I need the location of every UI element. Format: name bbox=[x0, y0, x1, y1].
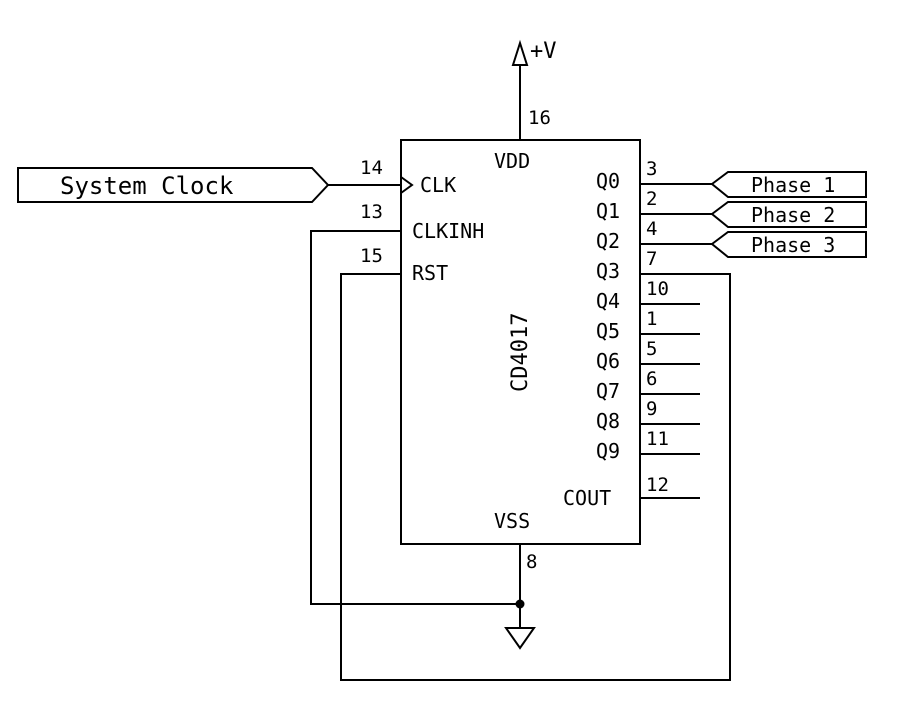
pin-number-clkinh: 13 bbox=[360, 201, 383, 223]
output-name-q3: Q3 bbox=[596, 259, 620, 283]
pin-name-rst: RST bbox=[412, 261, 448, 285]
pin-name-clkinh: CLKINH bbox=[412, 219, 484, 243]
junction-dot bbox=[515, 599, 525, 609]
phase-2-port bbox=[710, 201, 867, 228]
output-name-q9: Q9 bbox=[596, 439, 620, 463]
output-name-cout: COUT bbox=[563, 486, 611, 510]
phase-3-port bbox=[710, 231, 867, 258]
phase-1-port bbox=[710, 171, 867, 198]
output-pin-number-q9: 11 bbox=[646, 428, 669, 450]
output-pin-number-q2: 4 bbox=[646, 218, 657, 240]
supply-pin-number: 16 bbox=[528, 107, 551, 129]
phase-3-label: Phase 3 bbox=[751, 233, 835, 257]
supply-symbol bbox=[511, 39, 529, 140]
pin-name-clk: CLK bbox=[420, 173, 456, 197]
output-name-q2: Q2 bbox=[596, 229, 620, 253]
output-name-q4: Q4 bbox=[596, 289, 620, 313]
output-pin-number-q8: 9 bbox=[646, 398, 657, 420]
output-name-q7: Q7 bbox=[596, 379, 620, 403]
supply-label: +V bbox=[530, 39, 557, 64]
ground-symbol bbox=[504, 627, 536, 650]
output-pin-number-cout: 12 bbox=[646, 474, 669, 496]
output-name-q1: Q1 bbox=[596, 199, 620, 223]
phase-1-label: Phase 1 bbox=[751, 173, 835, 197]
ground-pin-number: 8 bbox=[526, 551, 537, 573]
output-pin-number-q0: 3 bbox=[646, 158, 657, 180]
output-name-q5: Q5 bbox=[596, 319, 620, 343]
output-name-q8: Q8 bbox=[596, 409, 620, 433]
pin-number-rst: 15 bbox=[360, 245, 383, 267]
chip-vdd-label: VDD bbox=[494, 149, 530, 173]
output-pin-number-q7: 6 bbox=[646, 368, 657, 390]
output-pin-number-q1: 2 bbox=[646, 188, 657, 210]
chip-vss-label: VSS bbox=[494, 509, 530, 533]
output-pin-number-q3: 7 bbox=[646, 248, 657, 270]
chip-part-label: CD4017 bbox=[508, 313, 533, 392]
phase-2-label: Phase 2 bbox=[751, 203, 835, 227]
output-pin-number-q6: 5 bbox=[646, 338, 657, 360]
output-name-q6: Q6 bbox=[596, 349, 620, 373]
output-pin-number-q5: 1 bbox=[646, 308, 657, 330]
system-clock-label: System Clock bbox=[60, 172, 234, 200]
output-pin-number-q4: 10 bbox=[646, 278, 669, 300]
pin-number-clk: 14 bbox=[360, 157, 383, 179]
system-clock-port bbox=[17, 167, 330, 203]
output-name-q0: Q0 bbox=[596, 169, 620, 193]
